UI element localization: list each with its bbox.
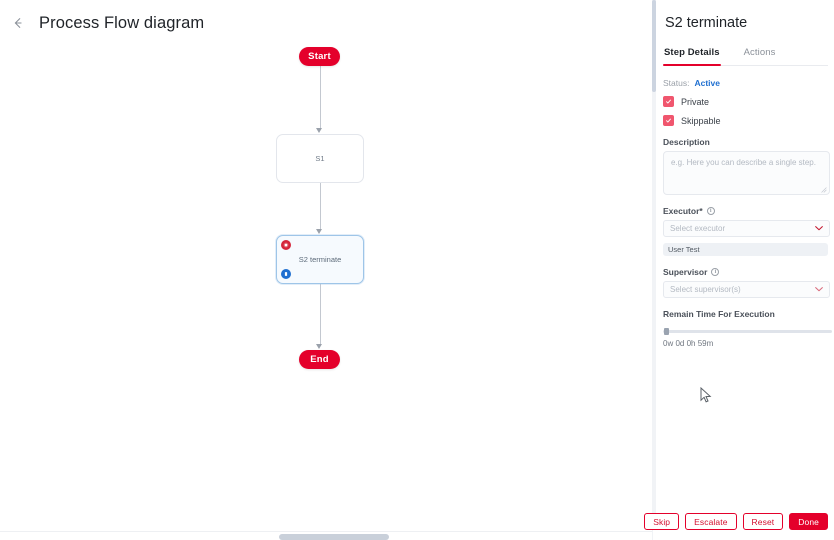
flow-node-s2-terminate[interactable]: S2 terminate (276, 235, 364, 284)
supervisor-select[interactable]: Select supervisor(s) (663, 281, 830, 298)
panel-footer: Skip Escalate Reset Done (644, 513, 834, 540)
escalate-button[interactable]: Escalate (685, 513, 737, 530)
executor-label: Executor* i (663, 206, 828, 216)
remain-time-label: Remain Time For Execution (663, 309, 828, 319)
executor-placeholder: Select executor (670, 224, 726, 233)
flow-node-label: Start (308, 51, 331, 62)
flow-diagram: Start S1 S2 terminate (276, 47, 364, 369)
info-icon[interactable]: i (706, 207, 715, 215)
top-bar: Process Flow diagram (0, 0, 652, 46)
edge-s2-to-end (319, 284, 321, 344)
arrowhead-icon (316, 229, 322, 234)
panel-vertical-scrollbar[interactable] (652, 0, 657, 540)
supervisor-label: Supervisor i (663, 267, 828, 277)
flow-node-start[interactable]: Start (299, 47, 340, 66)
flow-node-label: S1 (315, 154, 325, 163)
checkbox-row-skippable[interactable]: Skippable (663, 115, 828, 126)
remain-time-label-text: Remain Time For Execution (663, 309, 775, 319)
checkbox-private[interactable] (663, 96, 674, 107)
checkbox-row-private[interactable]: Private (663, 96, 828, 107)
checkbox-label-skippable: Skippable (681, 115, 721, 126)
panel-tabs: Step Details Actions (663, 47, 828, 66)
supervisor-label-text: Supervisor (663, 267, 708, 277)
tab-actions[interactable]: Actions (743, 47, 776, 58)
description-label-text: Description (663, 137, 710, 147)
checkbox-skippable[interactable] (663, 115, 674, 126)
executor-chip-user-test[interactable]: User Test (663, 243, 828, 256)
page-title: Process Flow diagram (39, 13, 205, 32)
arrowhead-icon (316, 344, 322, 349)
description-label: Description (663, 137, 828, 147)
executor-select[interactable]: Select executor (663, 220, 830, 237)
info-icon[interactable]: i (711, 268, 720, 276)
stop-badge-icon[interactable] (281, 240, 291, 250)
arrowhead-icon (316, 128, 322, 133)
supervisor-placeholder: Select supervisor(s) (670, 285, 741, 294)
slider-handle[interactable] (664, 328, 669, 335)
description-placeholder: e.g. Here you can describe a single step… (671, 158, 816, 167)
flow-node-s1[interactable]: S1 (276, 134, 364, 183)
panel-title: S2 terminate (665, 15, 748, 31)
flow-node-label: End (310, 354, 329, 365)
status-row: Status: Active (663, 78, 828, 88)
flow-canvas-pane: Process Flow diagram Start S1 (0, 0, 653, 540)
skip-button[interactable]: Skip (644, 513, 680, 530)
status-badge: Active (694, 78, 720, 88)
chevron-down-icon[interactable] (815, 286, 823, 294)
flow-node-label: S2 terminate (298, 255, 342, 264)
checkbox-label-private: Private (681, 96, 710, 107)
edge-s1-to-s2 (319, 183, 321, 229)
description-textarea[interactable]: e.g. Here you can describe a single step… (663, 151, 830, 195)
tab-step-details[interactable]: Step Details (663, 47, 721, 66)
executor-label-text: Executor* (663, 206, 703, 216)
flow-node-end[interactable]: End (299, 350, 340, 369)
reset-button[interactable]: Reset (742, 513, 784, 530)
step-details-panel: S2 terminate Step Details Actions Status… (644, 0, 834, 540)
edge-start-to-s1 (319, 66, 321, 128)
scrollbar-track (652, 0, 656, 540)
remain-time-value: 0w 0d 0h 59m (663, 339, 714, 348)
status-label: Status: (663, 78, 690, 88)
done-button[interactable]: Done (789, 513, 828, 530)
remain-time-slider[interactable] (663, 327, 832, 336)
arrow-left-icon[interactable] (7, 12, 29, 34)
chevron-down-icon[interactable] (815, 225, 823, 233)
info-badge-icon[interactable] (281, 269, 291, 279)
scrollbar-thumb[interactable] (279, 534, 389, 540)
slider-track (663, 330, 832, 333)
canvas-horizontal-scrollbar[interactable] (0, 531, 652, 540)
resize-handle-icon[interactable] (821, 187, 827, 193)
scrollbar-thumb[interactable] (652, 0, 656, 92)
